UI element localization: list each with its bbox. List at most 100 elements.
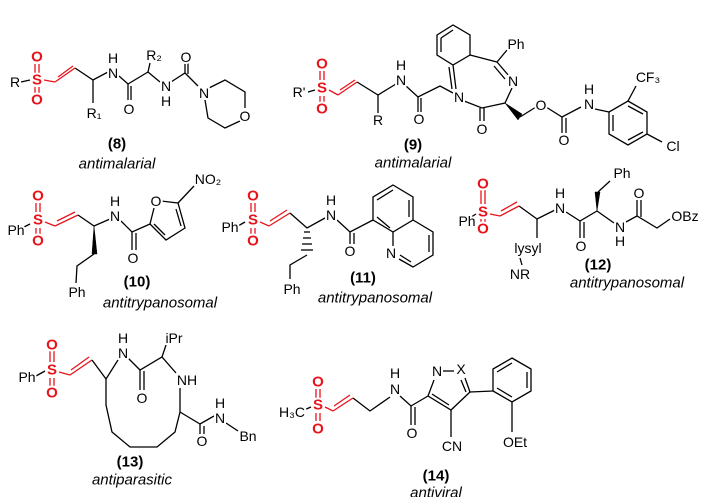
oxygen-atom: O (46, 337, 58, 354)
atom-label: lysyl (514, 240, 541, 256)
compound-number: (8) (108, 136, 126, 153)
atom-label: N (396, 72, 406, 88)
oxygen-atom: O (316, 56, 328, 73)
atom-label: N (161, 78, 171, 94)
atom-label: N (215, 410, 225, 426)
atom-label: Ph (7, 222, 24, 238)
atom-label: N (584, 96, 594, 112)
compound-14: H₃C S O O H N O N X CN OEt (14) antivira… (277, 357, 532, 497)
atom-label: Ph (458, 213, 475, 229)
compound-activity: antiviral (410, 485, 462, 497)
atom-label: Ph (18, 369, 35, 385)
atom-label: N (386, 245, 396, 261)
atom-label: O (414, 111, 425, 127)
sulfur-atom: S (47, 362, 57, 379)
atom-label: R₂ (146, 47, 162, 63)
vinyl-sulfone-bonds (315, 389, 354, 421)
atom-label: N (199, 85, 209, 101)
atom-label: Bn (239, 428, 256, 444)
atom-label: H (390, 365, 400, 381)
atom-label: O (477, 121, 488, 137)
compound-10: Ph S O O H N Ph O O NO₂ (10) antitrypano… (5, 169, 223, 314)
atom-label: N (390, 381, 400, 397)
stereo-wedge (594, 191, 601, 212)
atom-label: R₁ (87, 105, 102, 121)
atom-label: H₃C (279, 404, 305, 420)
atom-label: N (508, 73, 518, 89)
compound-number: (13) (117, 454, 144, 471)
compound-activity: antimalarial (79, 156, 156, 173)
compound-activity: antimalarial (375, 155, 452, 172)
atom-label: O (634, 185, 645, 201)
atom-label: N (118, 345, 128, 361)
compound-number: (11) (350, 270, 376, 287)
skeleton-bonds (467, 180, 671, 266)
oxygen-atom: O (31, 49, 43, 66)
atom-label: O (128, 250, 139, 266)
oxygen-atom: O (31, 92, 43, 109)
atom-label: R' (293, 84, 306, 100)
atom-label: X (456, 361, 466, 377)
sulfur-atom: S (313, 397, 323, 414)
atom-label: O (240, 108, 251, 124)
atom-label: O (151, 193, 162, 209)
atom-label: OBz (671, 208, 698, 224)
atom-label: O (197, 433, 208, 449)
sulfur-atom: S (478, 204, 488, 221)
compound-number: (9) (404, 137, 422, 154)
atom-label: Cl (666, 138, 679, 154)
oxygen-atom: O (32, 188, 44, 205)
oxygen-atom: O (477, 176, 489, 193)
vinyl-sulfone-bonds (34, 64, 76, 93)
atom-label: Ph (221, 219, 238, 235)
compound-activity: antitrypanosomal (103, 295, 218, 312)
compound-12: Ph S O O H N lysyl NR O Ph N H O OBz (12… (456, 163, 700, 294)
atom-label: Ph (613, 165, 630, 181)
atom-label: R (10, 74, 20, 90)
atom-label: NH (177, 372, 197, 388)
atom-label: H (615, 233, 625, 249)
compound-activity: antitrypanosomal (318, 290, 433, 307)
atom-label: N (615, 219, 625, 235)
sulfur-atom: S (32, 72, 42, 89)
vinyl-sulfone-bonds (250, 203, 291, 234)
oxygen-atom: O (477, 221, 489, 238)
oxygen-atom: O (46, 385, 58, 402)
compound-activity: antiparasitic (92, 472, 173, 489)
sulfur-atom: S (33, 212, 43, 229)
atom-label: CF₃ (636, 69, 660, 85)
vinyl-sulfone-bonds (35, 203, 79, 234)
atom-label: CN (442, 438, 462, 454)
atom-label: Ph (283, 281, 300, 297)
atom-label: H (584, 81, 594, 97)
atom-label: NR (510, 266, 530, 282)
oxygen-atom: O (247, 233, 259, 250)
atom-label: H (110, 193, 120, 209)
atom-label: O (124, 101, 135, 117)
atom-label: R (373, 112, 383, 128)
atom-label: O (345, 243, 356, 259)
skeleton-bonds (21, 185, 195, 284)
atom-label: H (118, 330, 128, 346)
atom-label: N (108, 65, 118, 81)
atom-label: H (396, 57, 406, 73)
compound-8: R S O O H N R₁ R₂ O N H O N O (8) antima… (8, 45, 253, 175)
compound-number: (14) (423, 468, 450, 485)
oxygen-atom: O (312, 421, 324, 438)
atom-label: H (161, 93, 171, 109)
oxygen-atom: O (312, 374, 324, 391)
skeleton-bonds (20, 62, 246, 129)
skeleton-bonds (35, 344, 239, 448)
oxygen-atom: O (247, 188, 259, 205)
atom-label: O (536, 97, 547, 113)
compound-number: (10) (124, 274, 151, 291)
atom-label: O (181, 49, 192, 65)
skeleton-bonds (303, 357, 532, 437)
atom-label: iPr (165, 330, 182, 346)
skeleton-bonds (237, 184, 434, 279)
atom-label: O (559, 132, 570, 148)
atom-label: O (407, 425, 418, 441)
atom-label: O (576, 238, 587, 254)
oxygen-atom: O (32, 233, 44, 250)
